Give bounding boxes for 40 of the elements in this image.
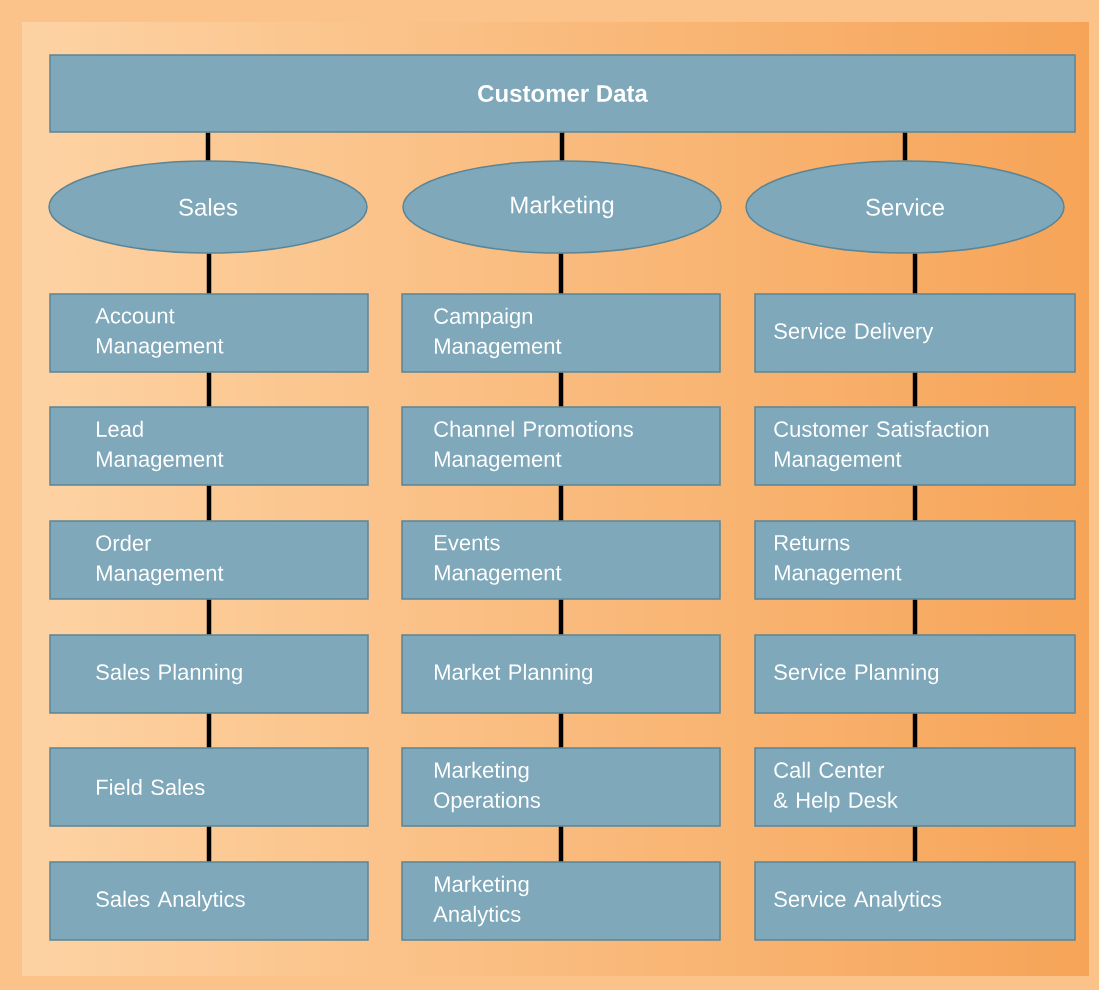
title-bar: Customer Data xyxy=(49,54,1076,133)
connector-line xyxy=(206,253,212,294)
process-box: Channel Promotions Management xyxy=(401,406,721,486)
connector-line xyxy=(206,599,212,635)
connector-line xyxy=(558,372,564,407)
process-box: Sales Planning xyxy=(49,634,369,714)
process-box: Field Sales xyxy=(49,747,369,827)
connector-line xyxy=(206,372,212,407)
connector-line xyxy=(559,132,565,161)
process-box: Market Planning xyxy=(401,634,721,714)
connector-line xyxy=(912,599,918,635)
connector-line xyxy=(206,826,212,862)
process-box: Sales Analytics xyxy=(49,861,369,941)
connector-line xyxy=(558,826,564,862)
connector-line xyxy=(912,485,918,521)
connector-line xyxy=(558,253,564,294)
process-box: Account Management xyxy=(49,293,369,373)
connector-line xyxy=(902,132,908,161)
process-box: Service Planning xyxy=(754,634,1076,714)
connector-line xyxy=(558,485,564,521)
process-box: Service Delivery xyxy=(754,293,1076,373)
process-box: Call Center & Help Desk xyxy=(754,747,1076,827)
connector-line xyxy=(206,485,212,521)
process-box: Marketing Analytics xyxy=(401,861,721,941)
connector-line xyxy=(558,713,564,748)
process-box: Returns Management xyxy=(754,520,1076,600)
connector-line xyxy=(912,253,918,294)
process-box: Service Analytics xyxy=(754,861,1076,941)
connector-line xyxy=(206,713,212,748)
connector-line xyxy=(205,132,211,161)
process-box: Campaign Management xyxy=(401,293,721,373)
process-box: Marketing Operations xyxy=(401,747,721,827)
connector-line xyxy=(912,826,918,862)
connector-line xyxy=(912,713,918,748)
process-box: Lead Management xyxy=(49,406,369,486)
connector-line xyxy=(558,599,564,635)
process-box: Customer Satisfaction Management xyxy=(754,406,1076,486)
connector-line xyxy=(912,372,918,407)
process-box: Order Management xyxy=(49,520,369,600)
process-box: Events Management xyxy=(401,520,721,600)
